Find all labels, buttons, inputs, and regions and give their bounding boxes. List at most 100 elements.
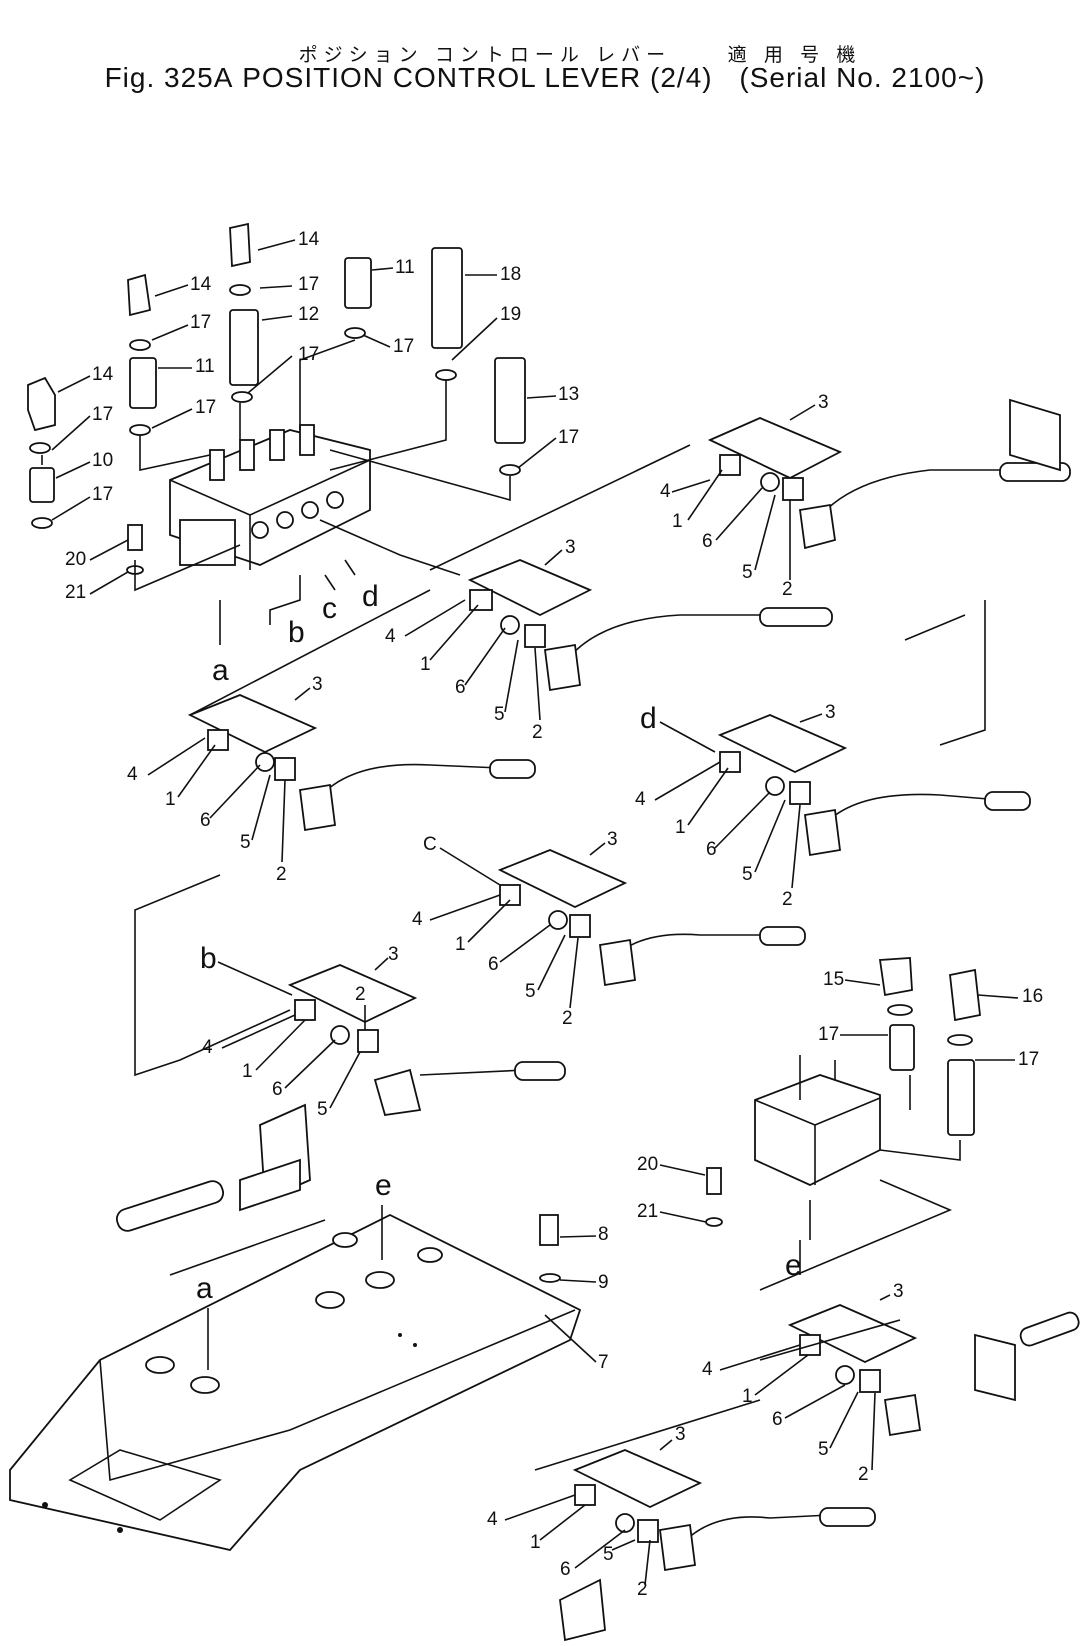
callout-1: 1: [675, 817, 686, 838]
callout-5: 5: [317, 1099, 328, 1120]
callout-11: 11: [395, 257, 415, 278]
callout-3: 3: [825, 702, 836, 723]
callout-3: 3: [818, 392, 829, 413]
callout-6: 6: [272, 1079, 283, 1100]
callout-labels: 14 17 12 17 11 17 18 19 13 17 14 17 11 1…: [65, 229, 1043, 1600]
callout-4: 4: [127, 764, 138, 785]
callout-2: 2: [782, 579, 793, 600]
fitting-stack-left: [27, 222, 526, 529]
japanese-title-text: ポジション コントロール レバー: [298, 45, 672, 66]
callout-1: 1: [242, 1061, 253, 1082]
callout-3: 3: [565, 537, 576, 558]
callout-6: 6: [706, 839, 717, 860]
callout-2: 2: [355, 984, 366, 1005]
ref-d-upper: d: [362, 580, 379, 613]
callout-5: 5: [603, 1544, 614, 1565]
callout-4: 4: [660, 481, 671, 502]
callout-10: 10: [92, 450, 113, 471]
serial-text: Serial No. 2100~: [749, 62, 976, 93]
callout-14: 14: [190, 274, 212, 295]
connection-lines: [134, 444, 986, 1276]
label-leaders: [51, 239, 1019, 1586]
ref-d-lever: d: [640, 702, 657, 735]
callout-5: 5: [494, 704, 505, 725]
floor-plate: [9, 1213, 582, 1551]
callout-1: 1: [742, 1386, 753, 1407]
callout-17: 17: [818, 1024, 839, 1045]
callout-2: 2: [858, 1464, 869, 1485]
main-valve-block: [169, 424, 371, 570]
callout-14: 14: [92, 364, 114, 385]
callout-6: 6: [455, 677, 466, 698]
callout-17: 17: [1018, 1049, 1039, 1070]
callout-14: 14: [298, 229, 320, 250]
callout-12: 12: [298, 304, 319, 325]
callout-9: 9: [598, 1272, 609, 1293]
callout-19: 19: [500, 304, 521, 325]
callout-5: 5: [742, 562, 753, 583]
callout-17: 17: [92, 404, 113, 425]
callout-2: 2: [637, 1579, 648, 1600]
valve-assy-5: [497, 849, 806, 987]
callout-2: 2: [532, 722, 543, 743]
callout-5: 5: [240, 832, 251, 853]
valve-assy-8: [534, 1319, 901, 1642]
lower-valve-block: [539, 957, 981, 1291]
callout-5: 5: [742, 864, 753, 885]
figure-number: Fig. 325A: [104, 62, 234, 93]
callout-4: 4: [487, 1509, 498, 1530]
callout-1: 1: [165, 789, 176, 810]
callout-6: 6: [702, 531, 713, 552]
callout-13: 13: [558, 384, 579, 405]
callout-4: 4: [385, 626, 396, 647]
callout-7: 7: [598, 1352, 609, 1373]
callout-20: 20: [637, 1154, 658, 1175]
callout-21: 21: [65, 582, 86, 603]
valve-assy-3: [187, 694, 536, 832]
valve-assy-6: [115, 964, 566, 1232]
callout-4: 4: [635, 789, 646, 810]
callout-8: 8: [598, 1224, 609, 1245]
ref-a-upper: a: [212, 654, 229, 687]
callout-1: 1: [530, 1532, 541, 1553]
callout-2: 2: [782, 889, 793, 910]
ref-e-block: e: [785, 1249, 802, 1282]
japanese-serial-text: 適 用 号 機: [727, 45, 862, 66]
callout-17: 17: [92, 484, 113, 505]
callout-5: 5: [818, 1439, 829, 1460]
callout-17: 17: [298, 274, 319, 295]
callout-15: 15: [823, 969, 844, 990]
callout-17: 17: [298, 344, 319, 365]
valve-assy-1: [707, 398, 1071, 550]
valve-assy-2: [467, 559, 833, 692]
callout-17: 17: [558, 427, 579, 448]
callout-3: 3: [893, 1281, 904, 1302]
callout-16: 16: [1022, 986, 1043, 1007]
valve-assy-4: [717, 714, 1031, 857]
callout-17: 17: [393, 336, 414, 357]
callout-6: 6: [488, 954, 499, 975]
callout-1: 1: [420, 654, 431, 675]
callout-3: 3: [388, 944, 399, 965]
ref-e-plate: e: [375, 1169, 392, 1202]
ref-b-lever: b: [200, 942, 217, 975]
callout-5: 5: [525, 981, 536, 1002]
callout-4: 4: [412, 909, 423, 930]
callout-6: 6: [772, 1409, 783, 1430]
ref-C: C: [423, 834, 437, 855]
callout-2: 2: [562, 1008, 573, 1029]
ref-c-upper: c: [322, 592, 337, 625]
valve-assy-7: [787, 1304, 1080, 1437]
callout-17: 17: [190, 312, 211, 333]
ref-b-upper: b: [288, 616, 305, 649]
callout-18: 18: [500, 264, 521, 285]
japanese-title: ポジション コントロール レバー 適 用 号 機: [0, 40, 1090, 67]
callout-2: 2: [276, 864, 287, 885]
callout-1: 1: [672, 511, 683, 532]
figure-title-text: POSITION CONTROL LEVER: [242, 62, 642, 93]
callout-6: 6: [200, 810, 211, 831]
callout-21: 21: [637, 1201, 658, 1222]
callout-6: 6: [560, 1559, 571, 1580]
callout-3: 3: [312, 674, 323, 695]
